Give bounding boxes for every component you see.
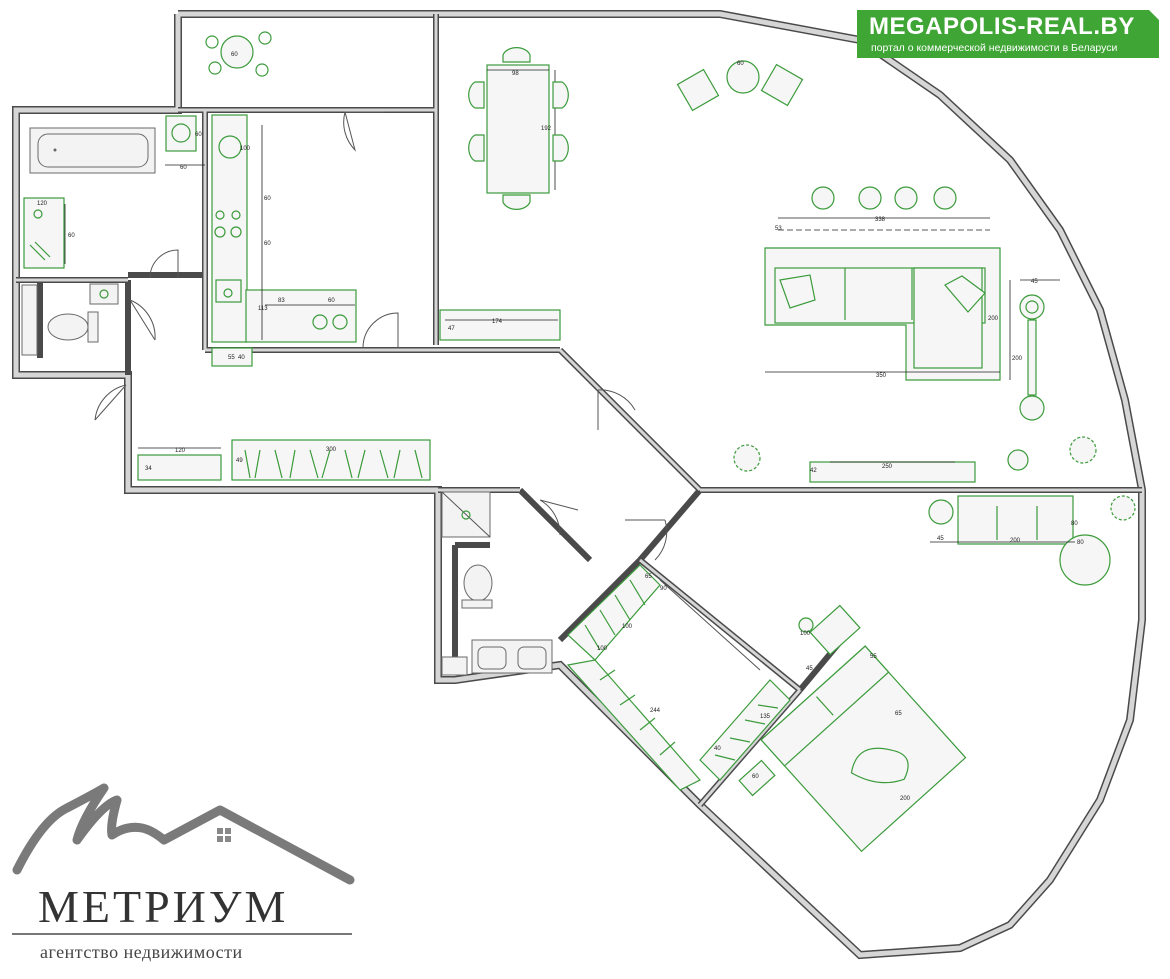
potted-plants (733, 436, 1136, 521)
double-sink (441, 639, 553, 676)
agency-name: МЕТРИУМ (38, 881, 289, 932)
agency-tagline: агентство недвижимости (40, 942, 243, 962)
bathroom-sink (23, 197, 65, 269)
badge-corner-fold (1149, 10, 1159, 20)
walk-in-wardrobe (566, 564, 791, 791)
wall-cabinet (21, 284, 38, 356)
metrium-logo: МЕТРИУМ агентство недвижимости (12, 780, 357, 970)
round-table-1 (205, 31, 272, 77)
watermark-subtitle: портал о коммерческой недвижимости в Бел… (871, 42, 1118, 54)
living-dimensions (765, 279, 1060, 380)
coffee-table-armchairs (676, 60, 804, 112)
floor-lamp (1019, 294, 1045, 421)
megapolis-watermark: MEGAPOLIS-REAL.BY портал о коммерческой … (857, 10, 1159, 58)
shower (441, 491, 491, 538)
hallway-cabinet (137, 439, 431, 481)
corner-sofa (764, 247, 1001, 381)
dining-table (468, 47, 569, 210)
toilet-1 (47, 283, 119, 343)
watermark-title: MEGAPOLIS-REAL.BY (869, 13, 1135, 40)
double-bed (760, 645, 967, 853)
armchair-set (928, 495, 1111, 586)
bathtub (29, 127, 156, 174)
sliding-door (659, 579, 761, 671)
bedside-tables (738, 604, 861, 797)
tv-unit (809, 461, 976, 483)
kitchen-counter (211, 114, 357, 367)
kitchen-dimension-lines (64, 125, 355, 340)
exterior-walls (12, 10, 1146, 960)
washing-machine (165, 115, 197, 152)
toilet-2 (461, 564, 493, 609)
wardrobe-hatch (584, 579, 779, 761)
logo-emblem (12, 783, 355, 885)
interior-walls-fill (16, 14, 1142, 806)
doors (94, 111, 668, 561)
kitchen-bench (439, 309, 561, 341)
logo-divider (12, 933, 352, 935)
bar-stools (778, 186, 990, 231)
hallway-hatch (244, 449, 423, 479)
